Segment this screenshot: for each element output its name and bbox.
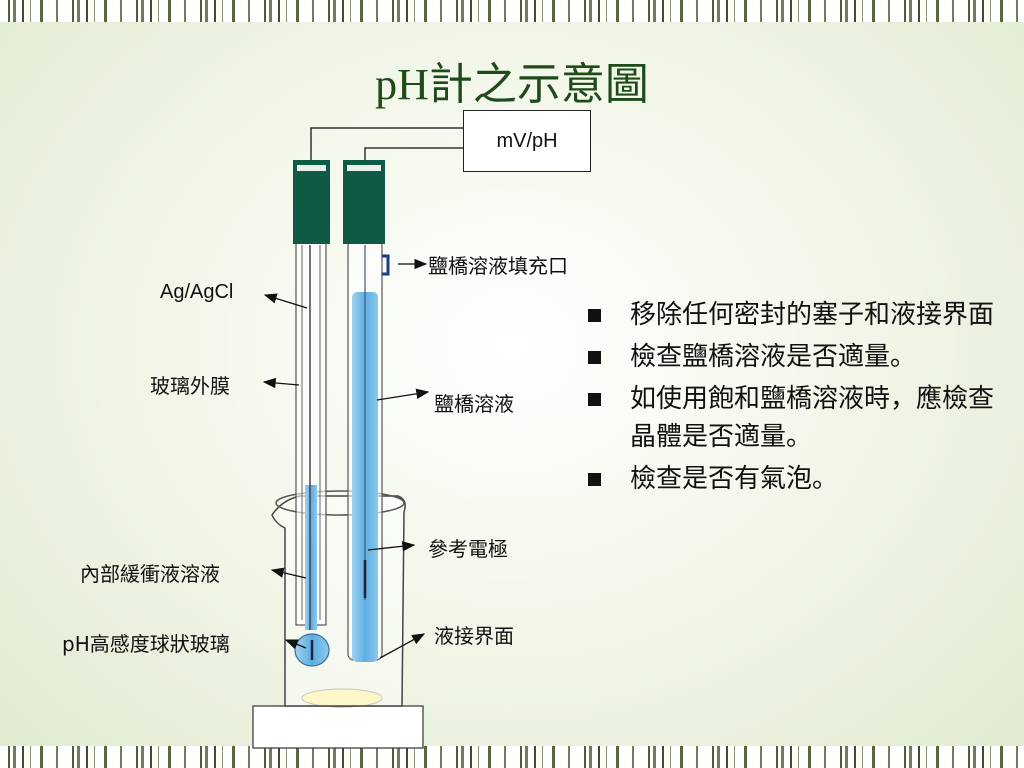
label-ag-agcl: Ag/AgCl — [160, 281, 234, 303]
arrow-glass-membrane — [262, 377, 300, 389]
label-ph-sensitive-bulb: pH高感度球狀玻璃 — [62, 632, 230, 656]
page-title: pH計之示意圖 — [375, 60, 649, 109]
arrow-sensitive-bulb — [284, 639, 307, 650]
top-decorative-stripe — [0, 0, 1024, 22]
beaker-rim — [275, 490, 405, 516]
checklist: 移除任何密封的塞子和液接界面 檢查鹽橋溶液是否適量。 如使用飽和鹽橋溶液時，應檢… — [584, 296, 1014, 502]
meter-wire-left — [310, 127, 463, 160]
square-bullet-icon — [588, 309, 601, 322]
arrow-ag-agcl — [263, 293, 308, 309]
fill-port — [382, 254, 390, 276]
square-bullet-icon — [588, 393, 601, 406]
label-internal-buffer: 內部緩衝液溶液 — [80, 562, 220, 586]
meter-label: mV/pH — [496, 129, 558, 152]
label-glass-membrane: 玻璃外膜 — [150, 374, 230, 398]
reference-electrode-cap — [343, 160, 385, 244]
label-liquid-junction: 液接界面 — [434, 624, 514, 648]
heater-plate — [301, 688, 383, 708]
list-item: 移除任何密封的塞子和液接界面 — [584, 296, 1014, 334]
list-item: 檢查鹽橋溶液是否適量。 — [584, 338, 1014, 376]
stand-block — [252, 705, 424, 749]
arrow-salt-bridge — [376, 388, 430, 401]
arrow-internal-buffer — [270, 567, 307, 579]
meter-wire-right — [364, 147, 463, 160]
label-salt-bridge-solution: 鹽橋溶液 — [434, 392, 514, 416]
square-bullet-icon — [588, 351, 601, 364]
mv-ph-meter: mV/pH — [463, 110, 591, 172]
label-salt-bridge-fill-port: 鹽橋溶液填充口 — [428, 254, 568, 278]
label-reference-electrode: 參考電極 — [428, 537, 508, 561]
arrow-liquid-junction — [379, 633, 426, 659]
list-item: 如使用飽和鹽橋溶液時，應檢查晶體是否適量。 — [584, 380, 1014, 456]
glass-electrode-cap — [293, 160, 330, 244]
square-bullet-icon — [588, 473, 601, 486]
beaker — [271, 495, 406, 707]
internal-buffer-solution — [305, 485, 317, 630]
bottom-decorative-stripe — [0, 746, 1024, 768]
arrow-reference-electrode — [367, 541, 416, 552]
list-item: 檢查是否有氣泡。 — [584, 460, 1014, 498]
